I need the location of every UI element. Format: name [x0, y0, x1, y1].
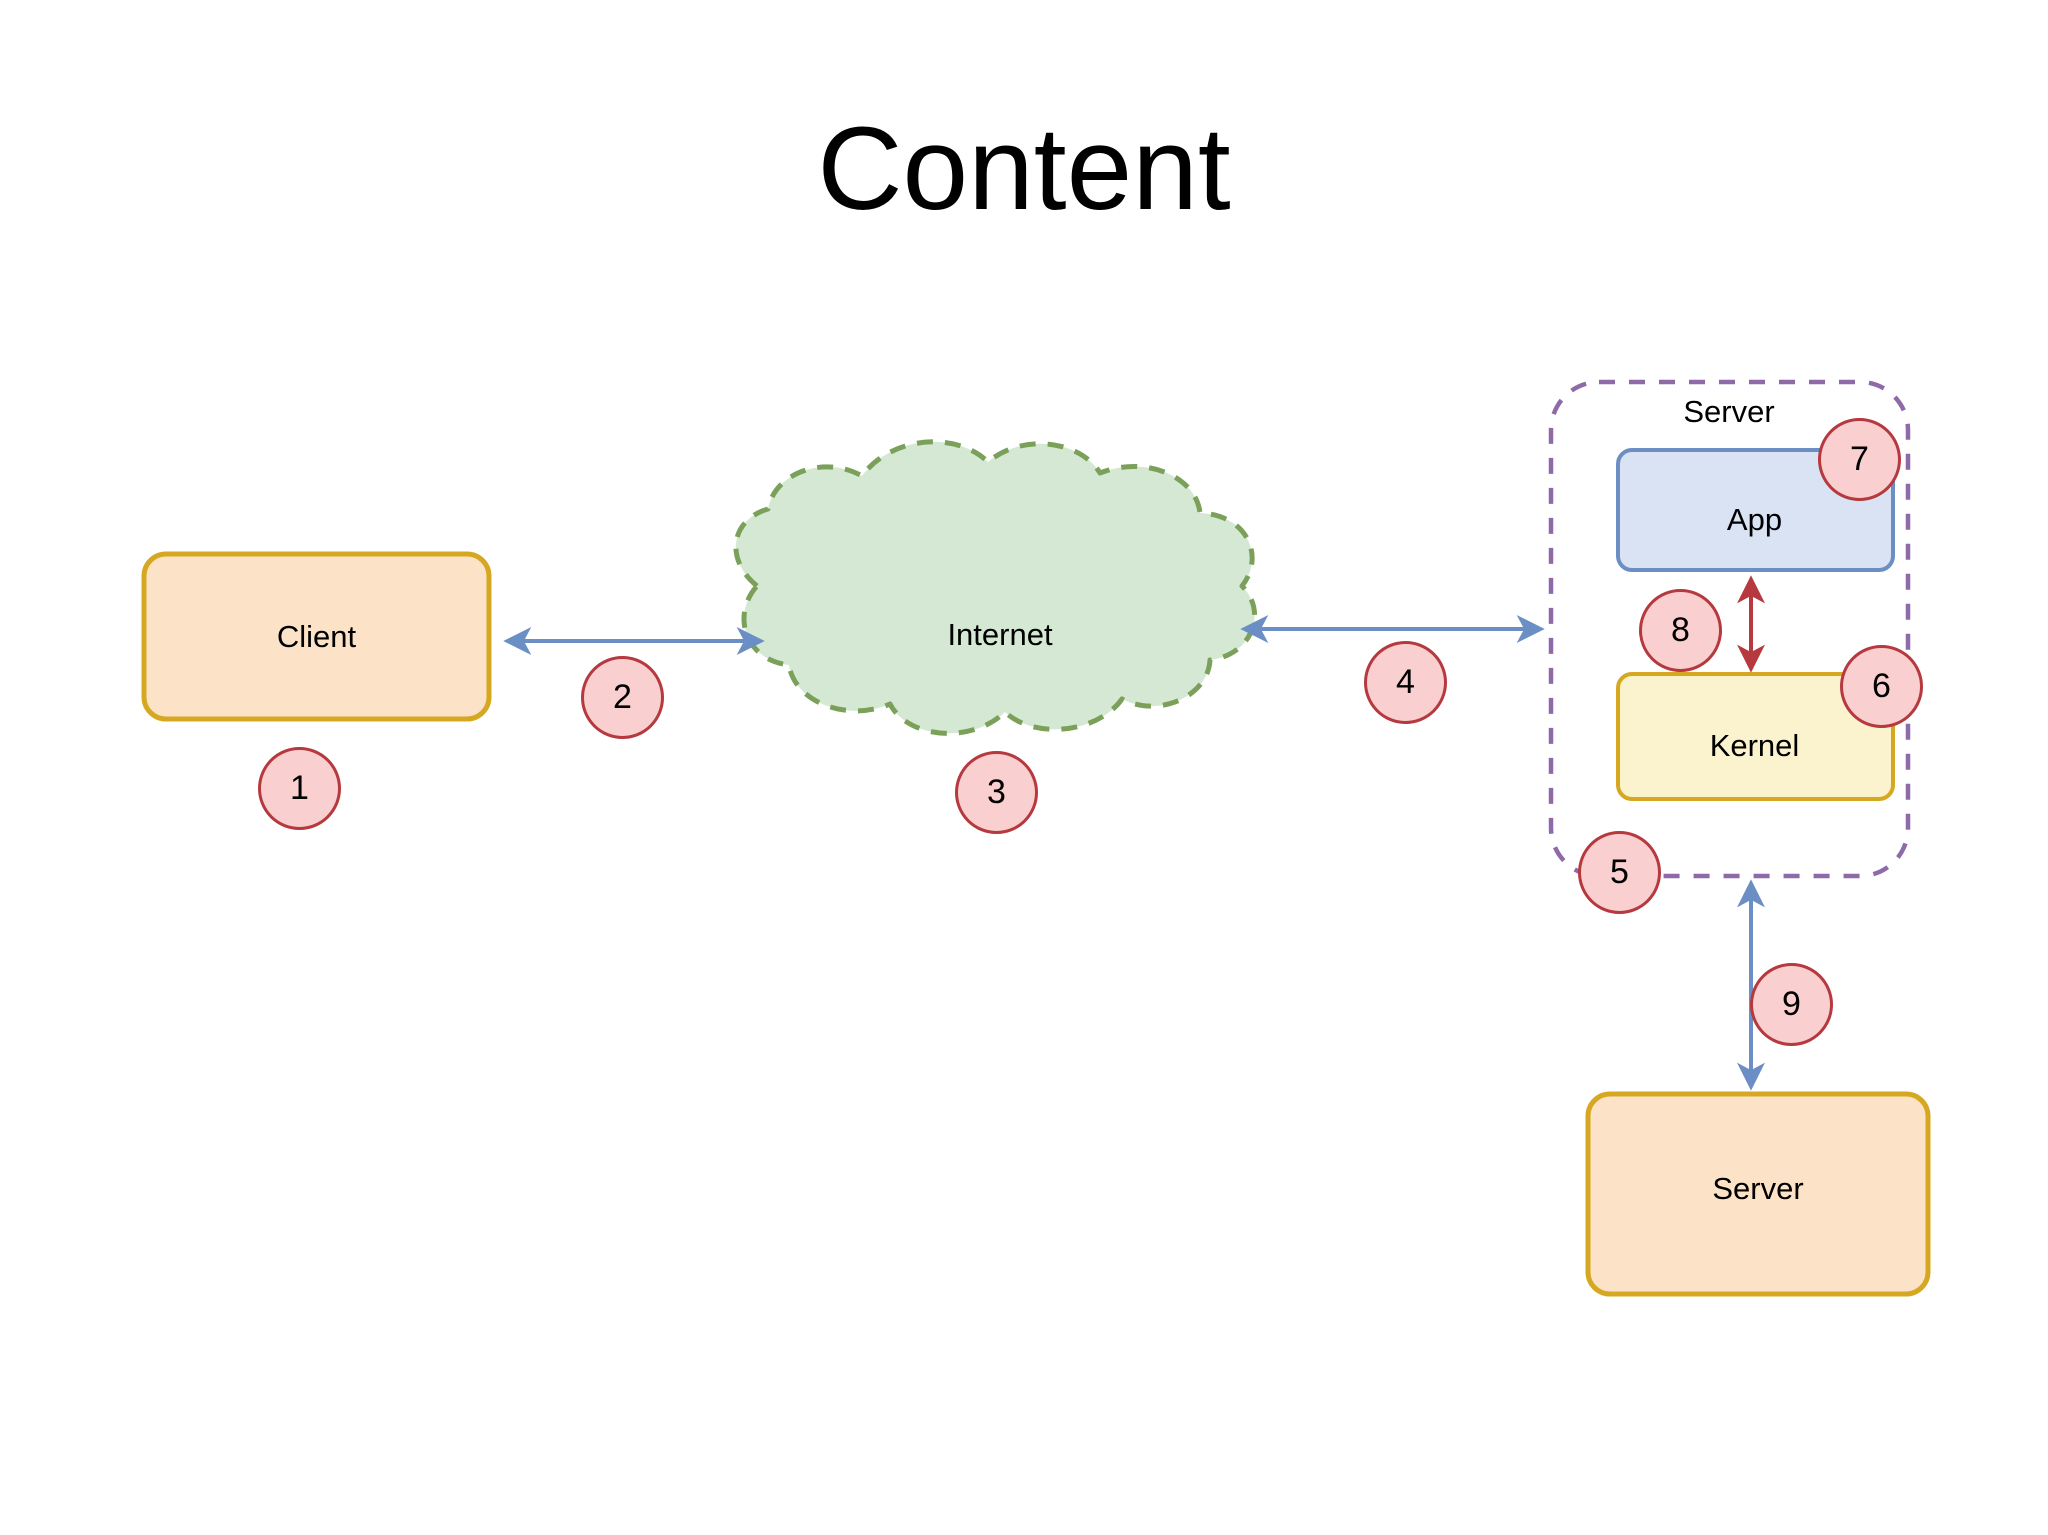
step-badge-3[interactable]: 3 — [955, 751, 1038, 834]
node-label-server-box: Server — [1712, 1171, 1804, 1206]
node-label-app: App — [1726, 502, 1783, 537]
step-badge-8[interactable]: 8 — [1639, 589, 1722, 672]
node-label-client: Client — [276, 619, 357, 654]
page-title: Content — [817, 103, 1231, 235]
node-kernel[interactable] — [1616, 672, 1895, 801]
node-label-internet: Internet — [947, 617, 1053, 652]
node-internet[interactable] — [733, 439, 1258, 736]
node-label-server-group: Server — [1683, 394, 1775, 429]
node-label-kernel: Kernel — [1709, 728, 1800, 763]
step-badge-9[interactable]: 9 — [1750, 963, 1833, 1046]
step-badge-1[interactable]: 1 — [258, 747, 341, 830]
step-badge-7[interactable]: 7 — [1818, 418, 1901, 501]
step-badge-2[interactable]: 2 — [581, 656, 664, 739]
step-badge-6[interactable]: 6 — [1840, 645, 1923, 728]
node-server-box[interactable] — [1585, 1091, 1931, 1297]
step-badge-4[interactable]: 4 — [1364, 641, 1447, 724]
step-badge-5[interactable]: 5 — [1578, 831, 1661, 914]
node-client[interactable] — [141, 551, 492, 722]
